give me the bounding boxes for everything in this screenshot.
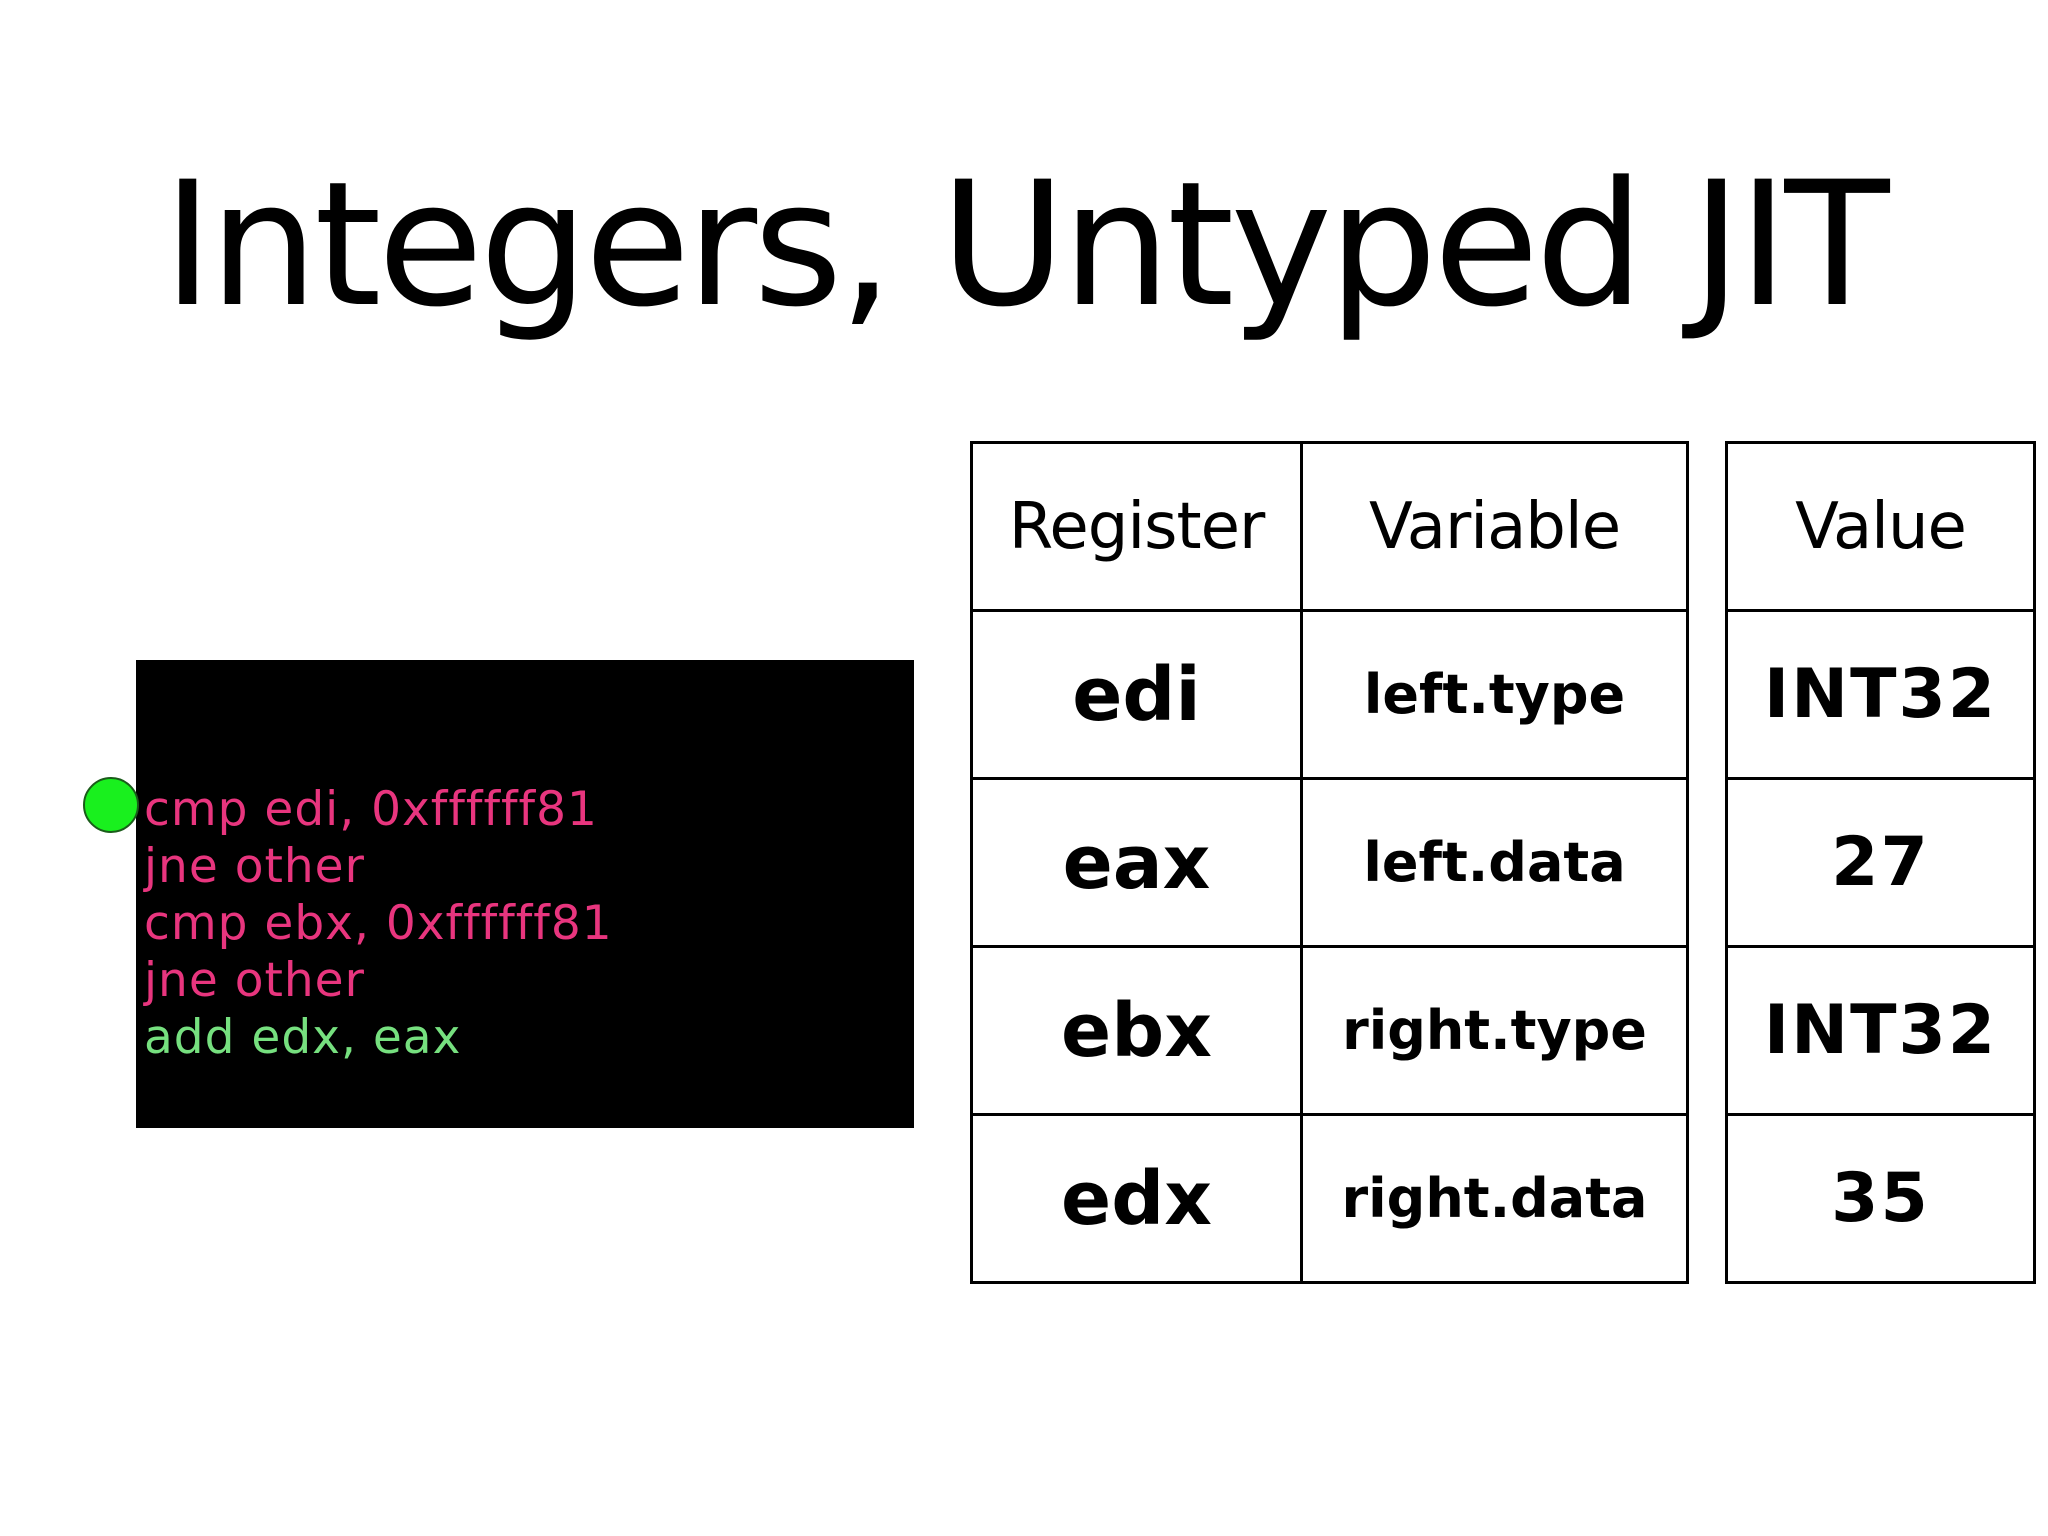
register-column-header: Register: [970, 441, 1303, 612]
value-column-header: Value: [1725, 441, 2036, 612]
table-row: 35: [1725, 1113, 2036, 1284]
register-table: Register Variable edi left.type eax left…: [970, 441, 1689, 1284]
register-cell: eax: [970, 777, 1303, 948]
table-row: INT32: [1725, 945, 2036, 1116]
table-row: eax left.data: [970, 777, 1689, 948]
code-line: jne other: [144, 839, 365, 894]
value-cell: INT32: [1725, 609, 2036, 780]
code-panel: cmp edi, 0xffffff81 jne other cmp ebx, 0…: [136, 660, 914, 1128]
variable-cell: left.data: [1300, 777, 1689, 948]
value-table: Value INT32 27 INT32 35: [1725, 441, 2036, 1284]
code-line: add edx, eax: [144, 1010, 462, 1065]
code-line: jne other: [144, 953, 365, 1008]
table-row: ebx right.type: [970, 945, 1689, 1116]
register-cell: edi: [970, 609, 1303, 780]
slide-title: Integers, Untyped JIT: [162, 144, 1889, 345]
value-cell: 27: [1725, 777, 2036, 948]
variable-cell: right.type: [1300, 945, 1689, 1116]
code-line: cmp edi, 0xffffff81: [144, 782, 598, 837]
table-row: edi left.type: [970, 609, 1689, 780]
table-header-row: Value: [1725, 441, 2036, 612]
table-row: 27: [1725, 777, 2036, 948]
value-cell: INT32: [1725, 945, 2036, 1116]
register-cell: ebx: [970, 945, 1303, 1116]
current-line-marker-icon: [83, 777, 139, 833]
variable-column-header: Variable: [1300, 441, 1689, 612]
table-header-row: Register Variable: [970, 441, 1689, 612]
table-row: edx right.data: [970, 1113, 1689, 1284]
variable-cell: left.type: [1300, 609, 1689, 780]
register-cell: edx: [970, 1113, 1303, 1284]
code-line: cmp ebx, 0xffffff81: [144, 896, 613, 951]
table-row: INT32: [1725, 609, 2036, 780]
code-listing: cmp edi, 0xffffff81 jne other cmp ebx, 0…: [144, 781, 613, 1066]
value-cell: 35: [1725, 1113, 2036, 1284]
variable-cell: right.data: [1300, 1113, 1689, 1284]
